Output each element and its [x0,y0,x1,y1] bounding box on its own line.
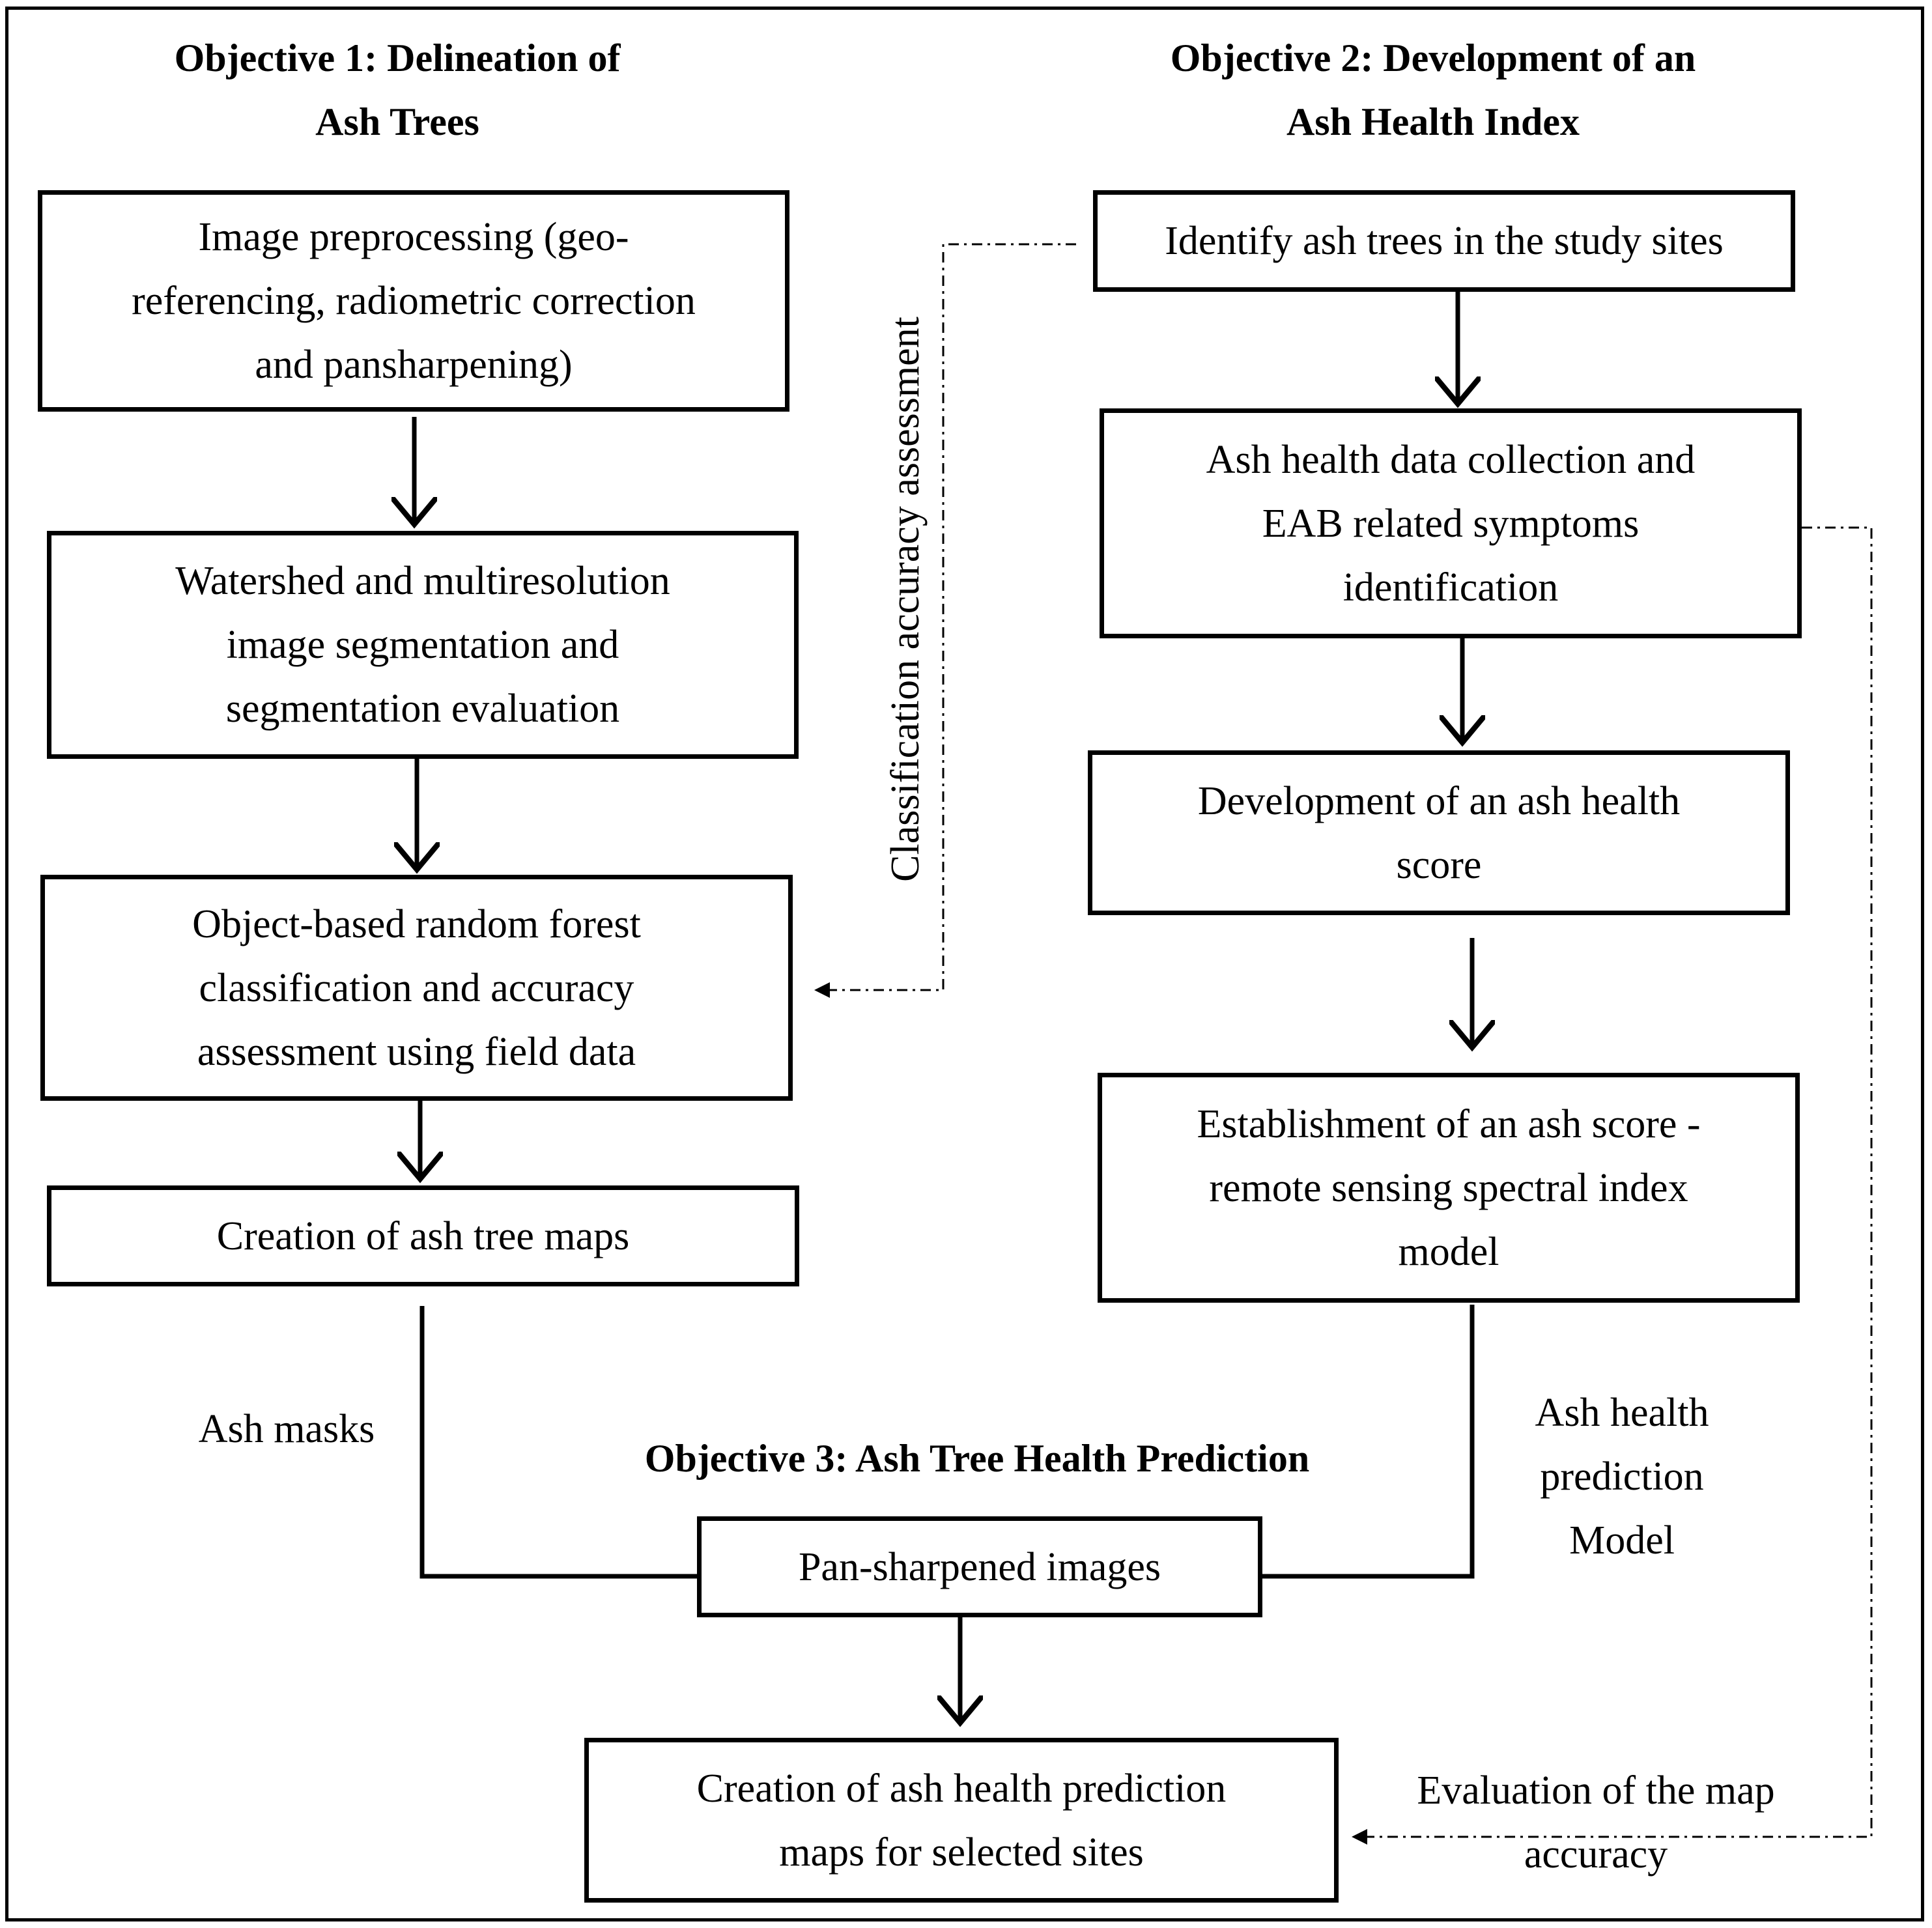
dashed-classification-accuracy-connector [814,243,1076,998]
diagram-frame [5,7,1924,1921]
ash-tree-maps-box: Creation of ash tree maps [47,1185,799,1286]
objective-2-title: Objective 2: Development of an Ash Healt… [1170,36,1696,143]
classification-accuracy-label: Classification accuracy assessment [883,317,928,882]
health-score-box: Development of an ash health score [1088,750,1790,915]
segmentation-box: Watershed and multiresolution image segm… [47,531,799,759]
score-model-box: Establishment of an ash score - remote s… [1098,1073,1800,1303]
classification-box: Object-based random forest classificatio… [40,875,793,1101]
objective-1-title: Objective 1: Delineation of Ash Trees [174,36,621,143]
pan-sharpened-images-box: Pan-sharpened images [697,1516,1262,1617]
line-ash-masks [419,1306,699,1579]
objective-3-title: Objective 3: Ash Tree Health Prediction [644,1437,1310,1480]
preprocessing-box: Image preprocessing (geo- referencing, r… [38,190,789,412]
line-prediction-model [1262,1305,1475,1579]
prediction-model-label: Ash health prediction Model [1535,1391,1709,1563]
map-accuracy-label: Evaluation of the map accuracy [1417,1768,1775,1877]
ash-masks-label: Ash masks [198,1407,375,1451]
identify-ash-trees-box: Identify ash trees in the study sites [1093,190,1795,292]
prediction-maps-box: Creation of ash health prediction maps f… [584,1738,1339,1903]
data-collection-box: Ash health data collection and EAB relat… [1100,408,1802,638]
